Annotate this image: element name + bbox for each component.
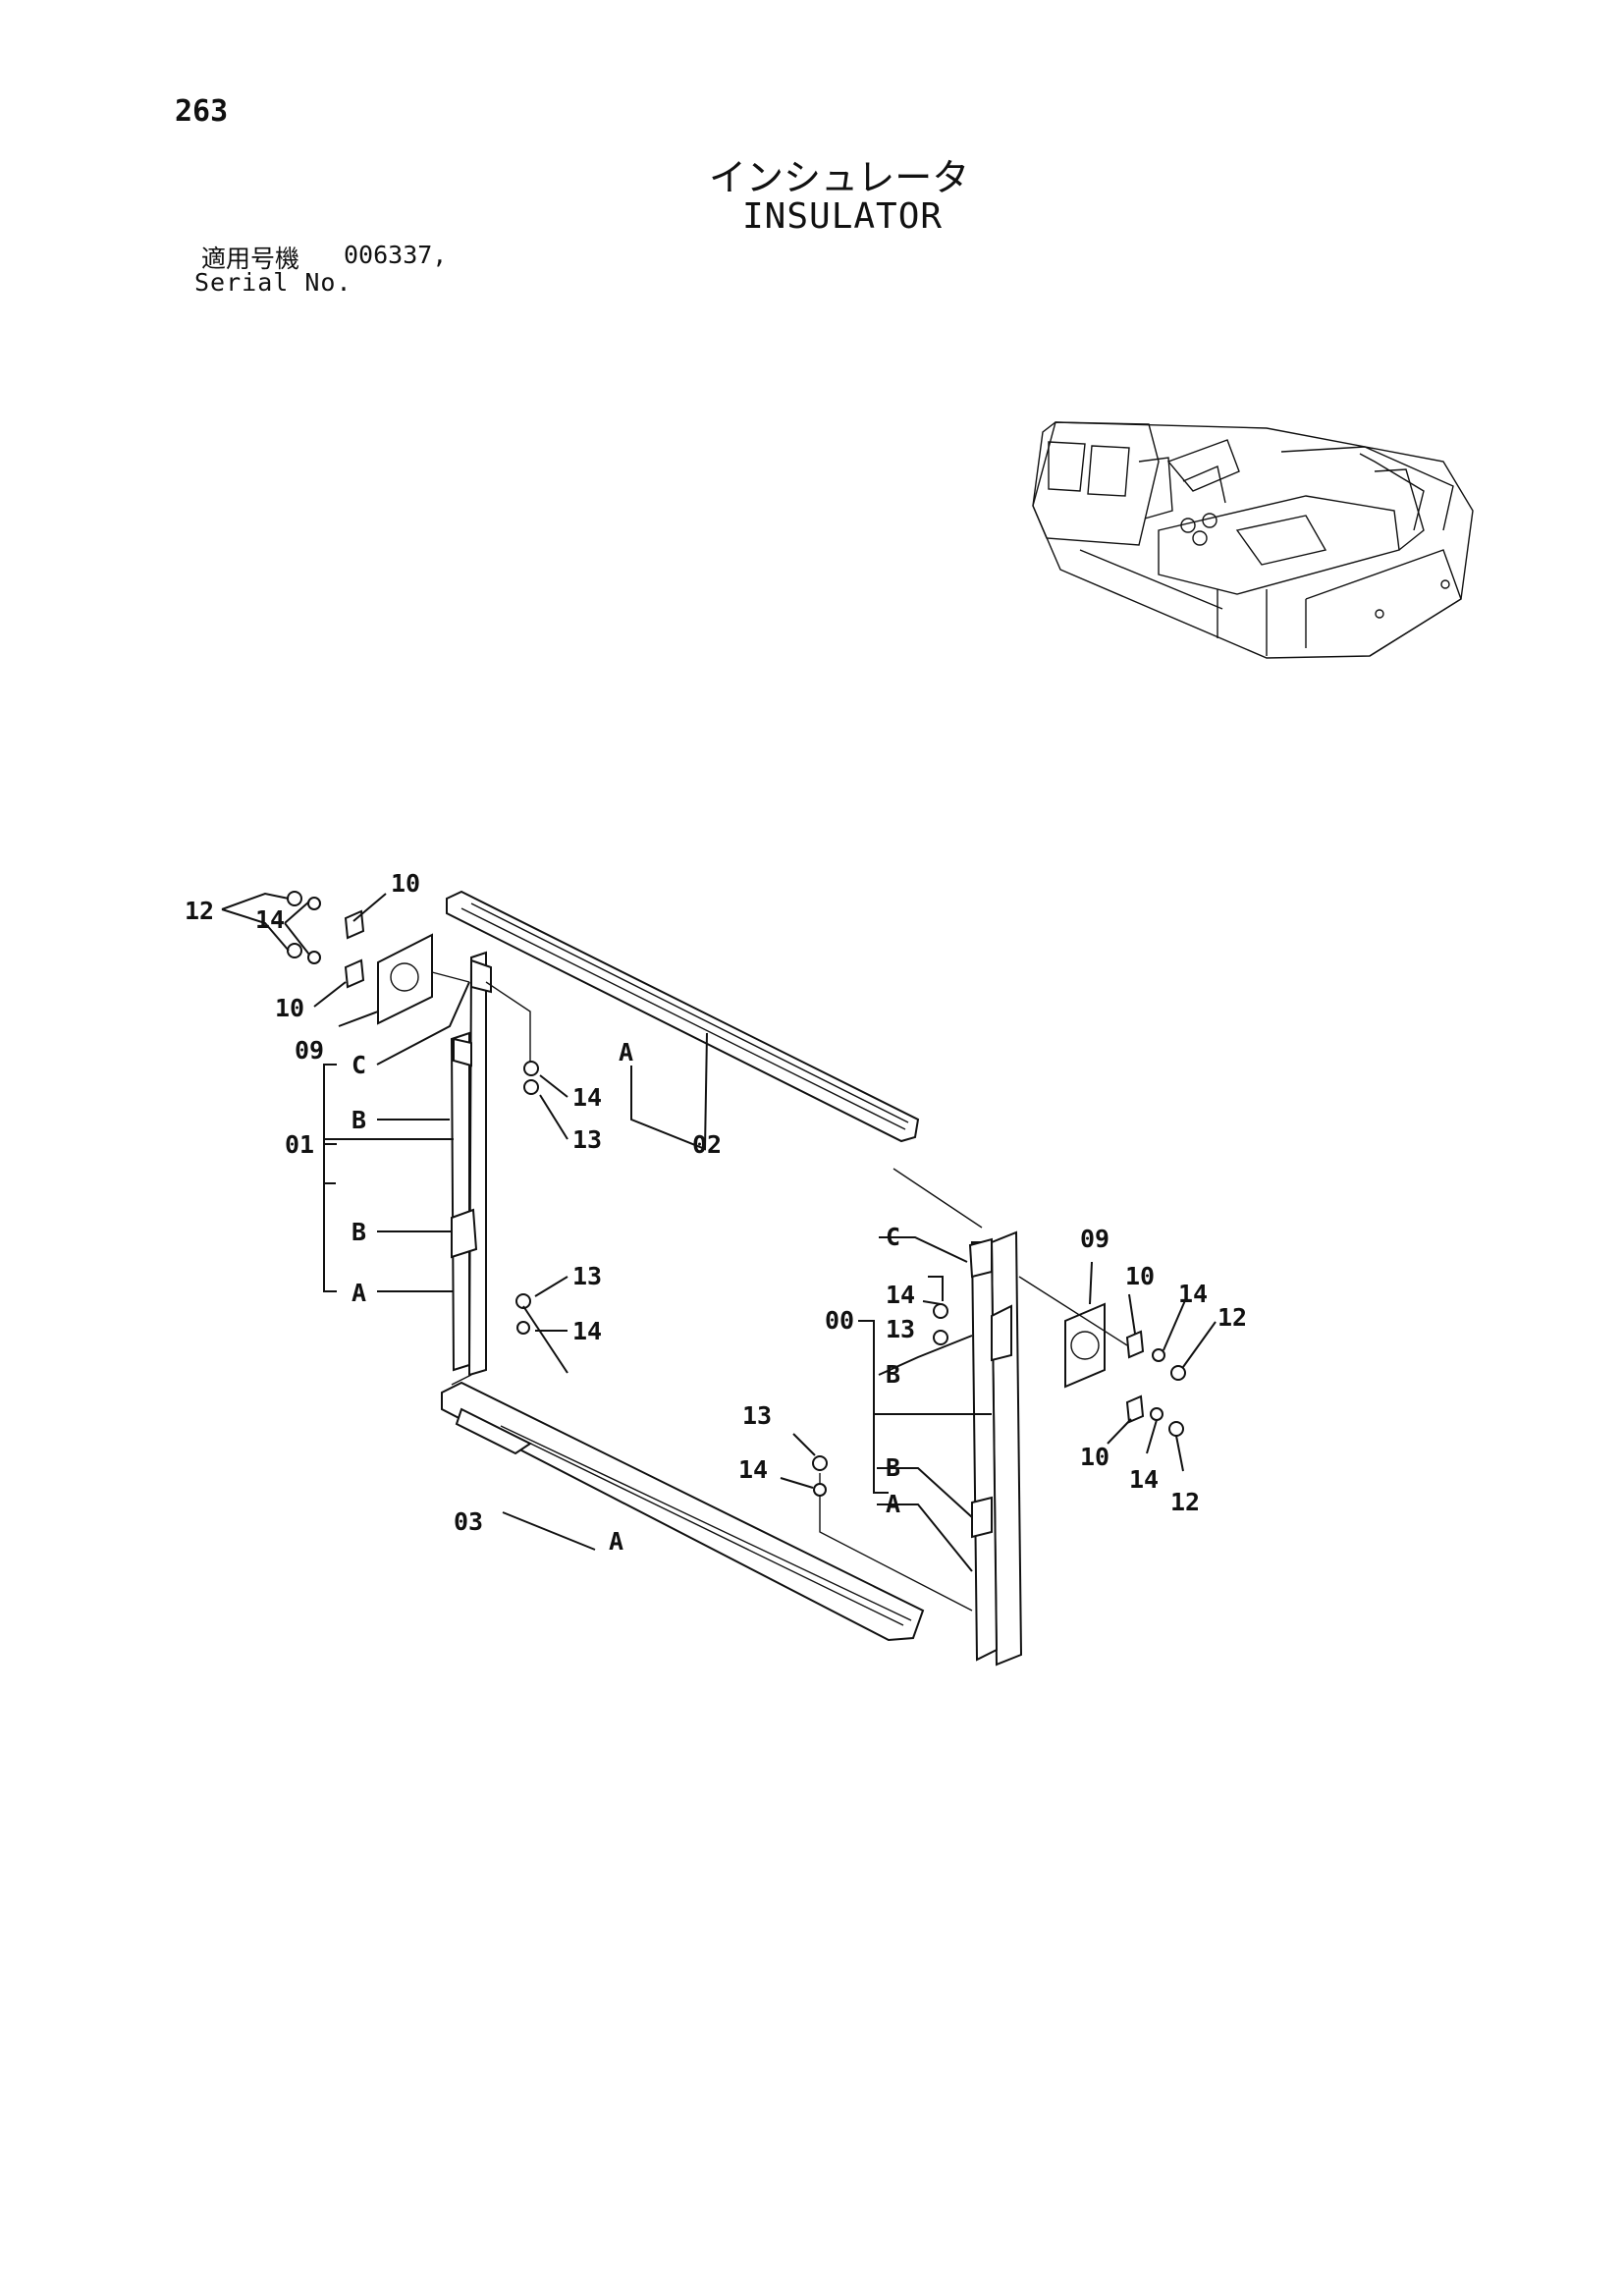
top-rail-part [446,890,920,1143]
excavator-body-sketch [1032,421,1474,659]
callout-13-upper-mid: 13 [572,1125,602,1154]
callout-a-top: A [619,1038,633,1066]
left-gasket-plate [377,933,433,1025]
title-japanese: インシュレータ [709,156,970,199]
callout-14-upper-mid: 14 [572,1083,602,1112]
callout-03: 03 [454,1507,483,1536]
callout-a-right: A [886,1490,900,1518]
callout-00: 00 [825,1306,854,1335]
callout-12-left: 12 [185,897,214,925]
callout-b-left-upper: B [352,1106,366,1134]
callout-b-left-lower: B [352,1218,366,1246]
callout-13-right-mid: 13 [886,1315,915,1343]
callout-13-lower-left: 13 [572,1262,602,1290]
callout-10-right-lower: 10 [1080,1443,1109,1471]
callout-14-lower-mid: 14 [738,1455,768,1484]
callout-02: 02 [692,1130,722,1159]
callout-14-left: 14 [255,905,285,934]
serial-label-japanese: 適用号機 [201,245,300,273]
callout-12-right-lower: 12 [1170,1488,1200,1516]
serial-label-english: Serial No. [194,268,352,297]
callout-14-right-mid: 14 [886,1281,915,1309]
callout-10-right-upper: 10 [1125,1262,1155,1290]
callout-10-mid-left: 10 [275,994,304,1022]
callout-13-lower-mid: 13 [742,1401,772,1430]
callout-01: 01 [285,1130,314,1159]
bottom-rail-part [441,1381,925,1642]
page-number: 263 [175,94,229,129]
callout-09-right: 09 [1080,1225,1109,1253]
serial-value: 006337, [344,241,448,269]
callout-14-lower-left: 14 [572,1317,602,1345]
callout-14-right-upper: 14 [1178,1280,1208,1308]
callout-c-right: C [886,1223,900,1251]
callout-12-right-upper: 12 [1217,1303,1247,1332]
callout-c-left: C [352,1051,366,1079]
left-vertical-panel [450,951,492,1377]
title-english: INSULATOR [742,196,944,237]
callout-10-top-left: 10 [391,869,420,898]
callout-a-left: A [352,1279,366,1307]
callout-a-bottom: A [609,1527,623,1556]
callout-09-left: 09 [295,1036,324,1065]
callout-b-right-lower: B [886,1453,900,1482]
right-vertical-panel [968,1230,1023,1667]
callout-b-right-upper: B [886,1360,900,1389]
callout-14-right-lower: 14 [1129,1465,1159,1494]
